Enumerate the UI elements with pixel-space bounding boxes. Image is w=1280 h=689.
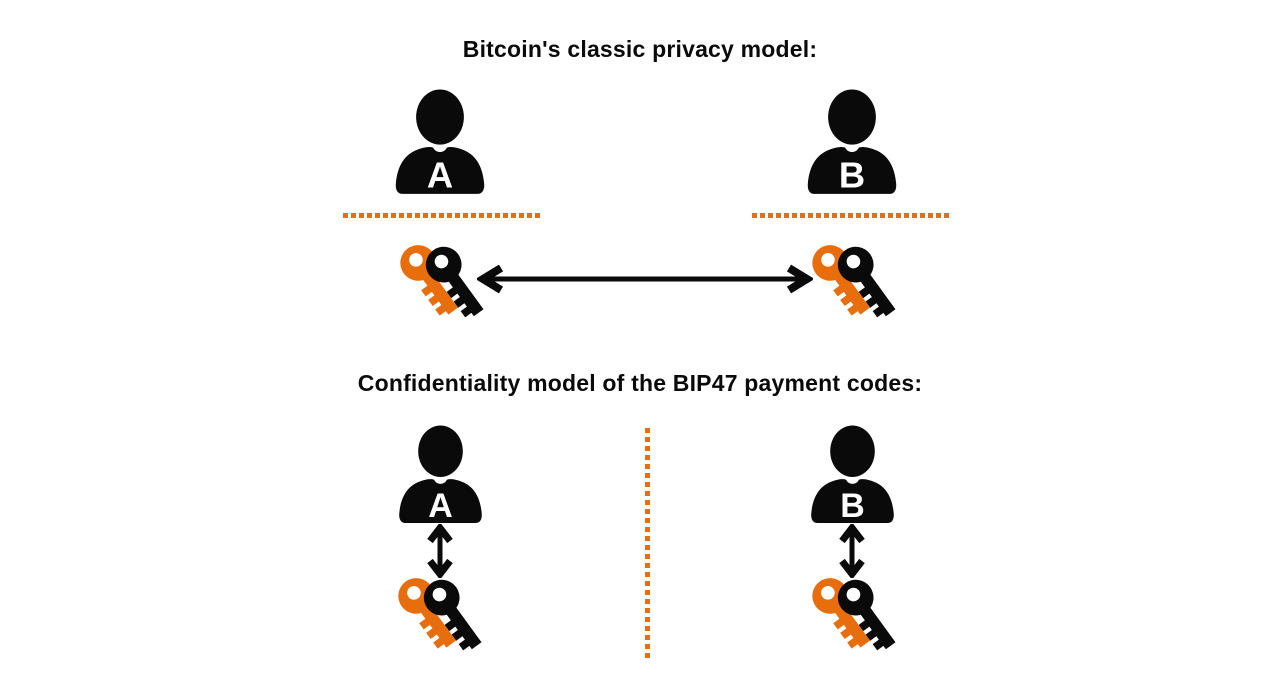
person-a-icon: A bbox=[399, 425, 482, 525]
arrowhead-left bbox=[477, 264, 504, 294]
orange-key-icon bbox=[398, 578, 456, 649]
orange-key-icon bbox=[400, 245, 458, 316]
actor-label: B bbox=[839, 155, 865, 196]
actor-label: A bbox=[428, 487, 453, 525]
double-arrow-vertical-icon bbox=[839, 524, 865, 578]
keys-b-icon bbox=[812, 578, 896, 651]
black-key-icon bbox=[425, 246, 484, 318]
arrowhead-up bbox=[839, 524, 865, 544]
person-head bbox=[416, 89, 464, 145]
divider-dotted-line bbox=[645, 428, 650, 658]
person-body bbox=[399, 479, 482, 524]
arrowhead-down bbox=[839, 558, 865, 578]
person-head bbox=[828, 89, 876, 145]
person-body bbox=[395, 146, 485, 194]
double-arrow-horizontal-icon bbox=[477, 264, 813, 294]
arrowhead-up bbox=[427, 524, 453, 544]
bip47-model-title: Confidentiality model of the BIP47 payme… bbox=[357, 370, 923, 396]
person-b-icon: B bbox=[807, 89, 897, 196]
privacy-dotted-line-b bbox=[752, 213, 950, 218]
double-arrow-vertical-icon bbox=[427, 524, 453, 578]
actor-label: B bbox=[840, 487, 865, 525]
person-b-icon: B bbox=[811, 425, 894, 525]
privacy-dotted-line-a bbox=[343, 213, 541, 218]
person-a-icon: A bbox=[395, 89, 485, 196]
classic-model-title: Bitcoin's classic privacy model: bbox=[462, 36, 818, 62]
keys-a-icon bbox=[400, 245, 484, 318]
orange-key-icon bbox=[812, 245, 870, 316]
keys-a-icon bbox=[398, 578, 482, 651]
black-key-icon bbox=[837, 579, 896, 651]
person-head bbox=[830, 425, 875, 477]
black-key-icon bbox=[423, 579, 482, 651]
person-body bbox=[811, 479, 894, 524]
arrowhead-right bbox=[786, 264, 813, 294]
arrowhead-down bbox=[427, 558, 453, 578]
person-body bbox=[807, 146, 897, 194]
actor-label: A bbox=[427, 155, 453, 196]
orange-key-icon bbox=[812, 578, 870, 649]
keys-b-icon bbox=[812, 245, 896, 318]
person-head bbox=[418, 425, 463, 477]
black-key-icon bbox=[837, 246, 896, 318]
